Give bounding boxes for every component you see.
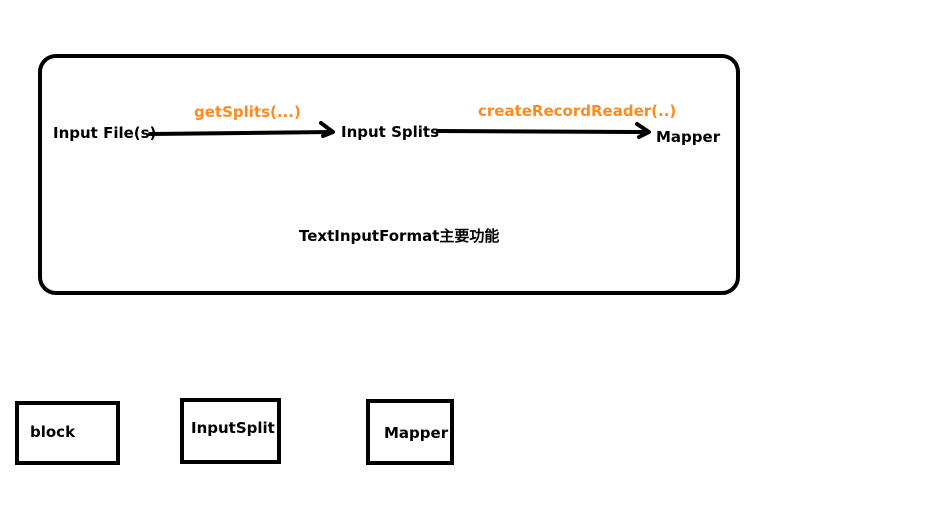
get-splits-arrow xyxy=(148,121,335,138)
node-input-files: Input File(s) xyxy=(53,124,157,142)
input-split-box-label: InputSplit xyxy=(191,419,275,437)
edge-label-create-record-reader: createRecordReader(..) xyxy=(478,102,677,120)
mapper-box-label: Mapper xyxy=(384,424,449,442)
block-box: block xyxy=(15,401,120,465)
node-input-splits: Input Splits xyxy=(341,123,439,141)
mapper-box: Mapper xyxy=(366,399,454,465)
input-split-box: InputSplit xyxy=(180,398,281,464)
edge-label-get-splits: getSplits(...) xyxy=(194,103,301,121)
frame-caption: TextInputFormat主要功能 xyxy=(299,227,500,245)
create-record-reader-arrow xyxy=(436,122,651,139)
block-box-label: block xyxy=(30,423,76,441)
function-frame xyxy=(38,54,740,295)
node-mapper: Mapper xyxy=(656,128,721,146)
